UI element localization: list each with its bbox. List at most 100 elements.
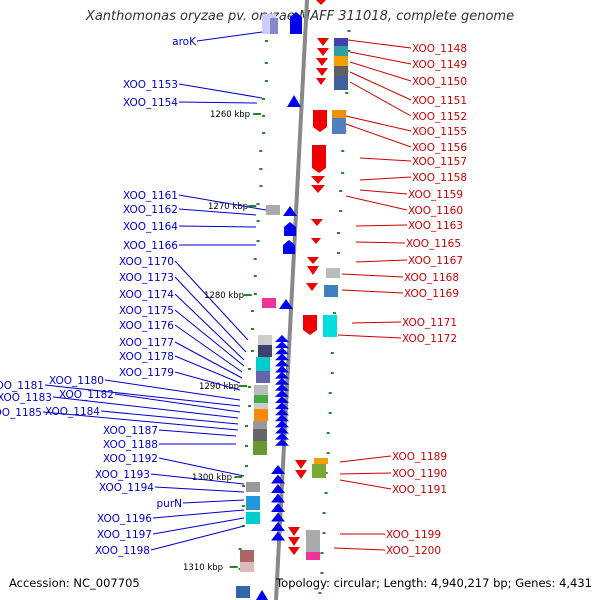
reverse-gene-arrow	[311, 238, 321, 244]
gc-skew-tick	[256, 220, 260, 222]
reverse-gene-arrow	[303, 315, 317, 335]
gc-skew-tick	[259, 185, 263, 187]
gene-connector-right	[345, 123, 412, 148]
cog-strip	[254, 403, 268, 409]
gene-label-left: XOO_1194	[99, 482, 154, 494]
scale-tick	[234, 476, 243, 478]
gc-skew-tick	[241, 505, 245, 507]
cog-strip	[253, 421, 267, 429]
forward-gene-arrow	[275, 402, 289, 410]
gc-skew-tick	[245, 425, 249, 427]
gc-skew-tick	[324, 472, 328, 474]
gene-connector-right	[339, 479, 392, 490]
gene-label-left: XOO_1197	[97, 529, 152, 541]
gc-skew-tick	[337, 232, 341, 234]
cog-strip	[256, 371, 270, 383]
gene-label-right: XOO_1152	[412, 111, 467, 123]
gc-skew-tick	[332, 312, 336, 314]
gene-label-right: XOO_1160	[408, 205, 463, 217]
gene-connector-right	[359, 176, 412, 181]
gene-label-left: XOO_1173	[119, 272, 174, 284]
gene-label-left: XOO_1188	[103, 439, 158, 451]
gc-skew-tick	[262, 132, 266, 134]
scale-tick	[253, 113, 262, 115]
gene-label-right: XOO_1163	[408, 220, 463, 232]
forward-gene-arrow	[275, 432, 289, 440]
gene-connector-right	[359, 157, 412, 162]
cog-strip	[236, 586, 250, 598]
cog-strip	[323, 315, 337, 337]
cog-strip	[334, 66, 348, 76]
cog-strip	[334, 46, 348, 56]
gene-connector-left	[150, 525, 245, 551]
gc-skew-tick	[245, 445, 249, 447]
cog-strip	[258, 335, 272, 345]
gene-label-right: XOO_1165	[406, 238, 461, 250]
gene-label-left: XOO_1196	[97, 513, 152, 525]
gene-connector-right	[341, 289, 404, 294]
gene-label-left: XOO_1162	[123, 204, 178, 216]
gc-skew-tick	[264, 62, 268, 64]
gene-connector-left	[152, 509, 245, 519]
gc-skew-tick	[339, 190, 343, 192]
gc-skew-tick	[251, 328, 255, 330]
forward-gene-arrow	[271, 474, 285, 484]
gc-skew-tick	[324, 492, 328, 494]
gene-connector-left	[100, 410, 239, 425]
gene-connector-left	[174, 309, 245, 367]
reverse-gene-arrow	[295, 470, 307, 479]
cog-strip	[256, 357, 270, 371]
gene-connector-left	[182, 499, 245, 504]
scale-tick	[239, 385, 248, 387]
gene-connector-right	[359, 189, 408, 195]
gc-skew-tick	[341, 172, 345, 174]
gene-connector-right	[355, 224, 408, 227]
cog-strip	[306, 530, 320, 552]
gc-skew-tick	[326, 432, 330, 434]
gene-connector-right	[333, 547, 386, 551]
forward-gene-arrow	[275, 371, 289, 379]
cog-strip	[312, 464, 326, 478]
gene-label-left: XOO_1175	[119, 305, 174, 317]
gc-skew-tick	[250, 350, 254, 352]
gene-label-left: XOO_1192	[103, 453, 158, 465]
reverse-gene-arrow	[307, 257, 319, 264]
gene-connector-right	[349, 51, 412, 65]
gene-connector-left	[174, 355, 241, 384]
gene-connector-left	[174, 324, 243, 373]
gc-skew-tick	[241, 485, 245, 487]
cog-strip	[246, 512, 260, 524]
forward-gene-arrow	[287, 95, 301, 107]
gene-label-right: XOO_1150	[412, 76, 467, 88]
gene-connector-left	[174, 260, 249, 341]
gene-connector-left	[114, 393, 241, 413]
forward-gene-arrow	[275, 365, 289, 373]
cog-strip	[314, 458, 328, 464]
gc-skew-tick	[330, 352, 334, 354]
reverse-gene-arrow	[317, 38, 329, 46]
gene-label-right: XOO_1171	[402, 317, 457, 329]
gene-connector-left	[104, 379, 241, 401]
forward-gene-arrow	[283, 206, 297, 216]
gene-label-left: XOO_1176	[119, 320, 174, 332]
gc-skew-tick	[259, 150, 263, 152]
gene-connector-left	[174, 293, 245, 361]
gc-skew-tick	[320, 552, 324, 554]
gene-label-right: XOO_1168	[404, 272, 459, 284]
cog-strip	[253, 441, 267, 455]
gene-label-left: XOO_1179	[119, 367, 174, 379]
gene-label-left: XOO_1178	[119, 351, 174, 363]
reverse-gene-arrow	[306, 283, 318, 291]
cog-strip	[334, 56, 348, 66]
forward-gene-arrow	[279, 299, 293, 309]
gene-connector-right	[347, 39, 412, 49]
gene-label-right: XOO_1155	[412, 126, 467, 138]
gc-skew-tick	[328, 412, 332, 414]
gene-connector-right	[345, 115, 412, 132]
reverse-gene-arrow	[316, 68, 328, 76]
gene-label-left: XOO_1198	[95, 545, 150, 557]
forward-gene-arrow	[271, 522, 285, 531]
reverse-gene-arrow	[313, 110, 327, 132]
gc-skew-tick	[264, 80, 268, 82]
reverse-gene-arrow	[311, 185, 325, 193]
